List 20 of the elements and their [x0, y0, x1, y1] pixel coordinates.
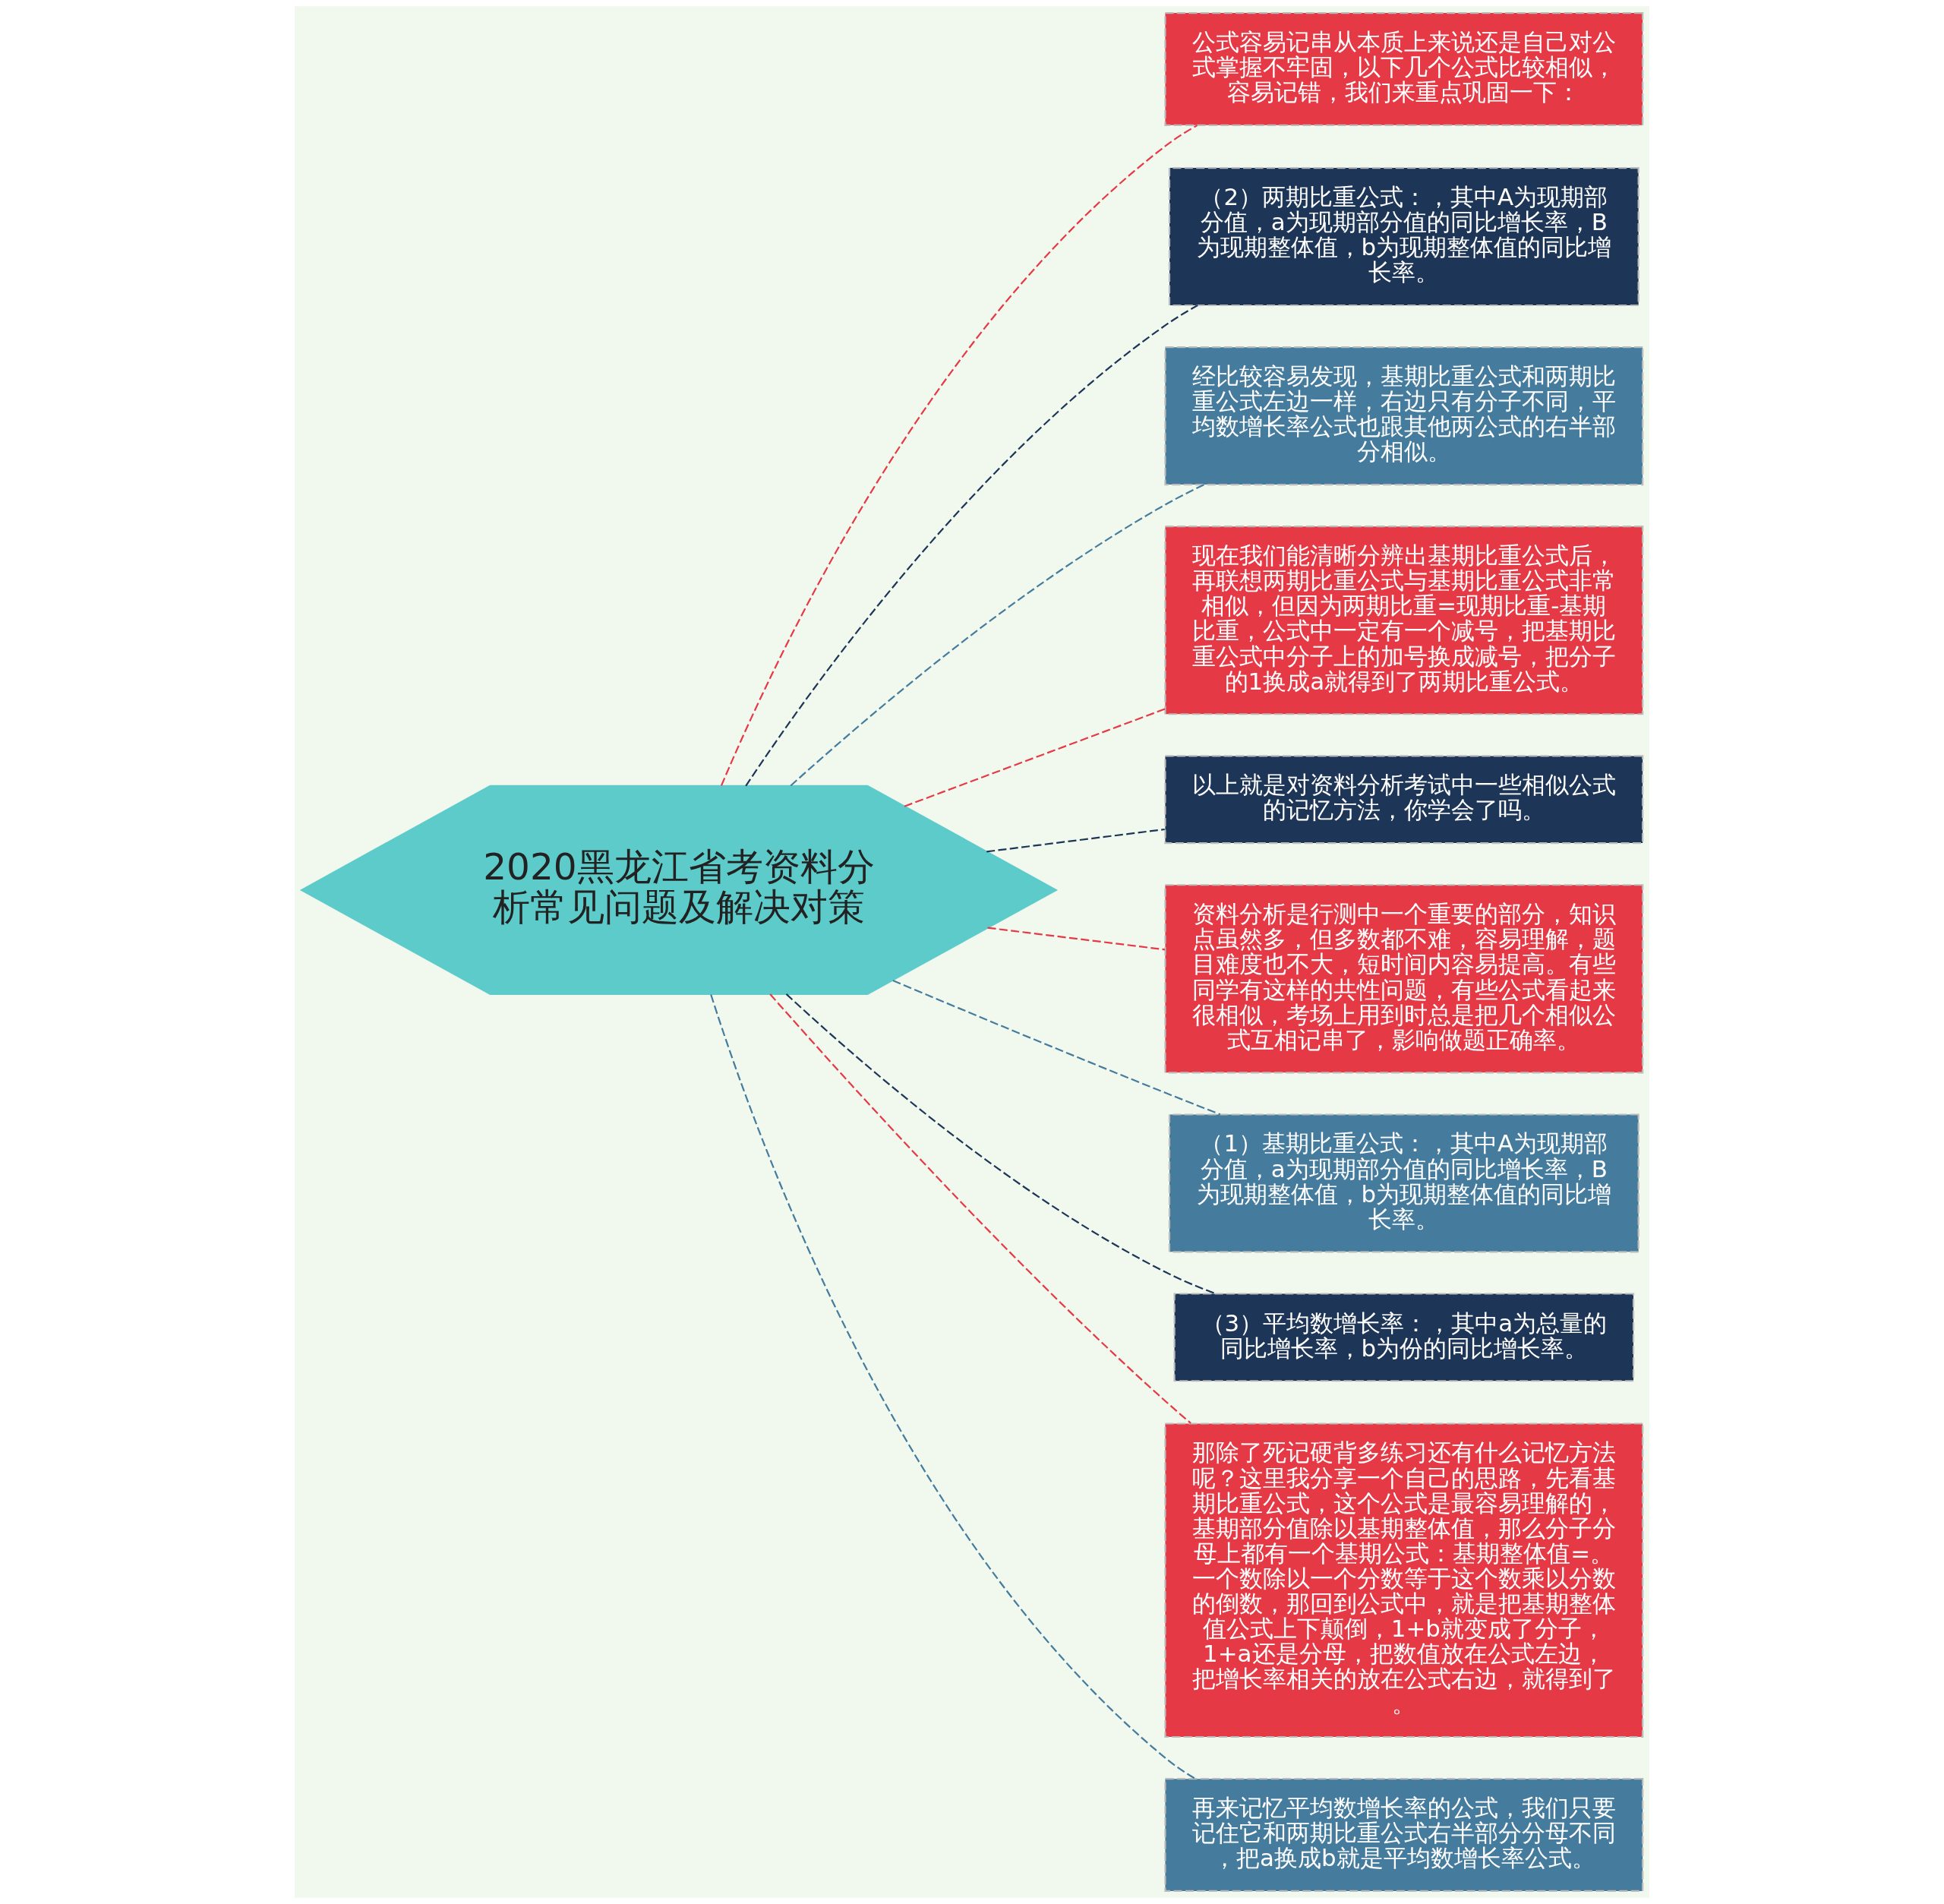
connector — [769, 993, 1191, 1424]
connector — [987, 927, 1166, 951]
node-box: 现在我们能清晰分辨出基期比重公式后，再联想两期比重公式与基期比重公式非常相似，但因为两期比重=现期比重-基期比重，公式中一定有一个减号，把基期比重公式中分子上的加号换成减号，把分子的1换成a就得到了两期比重公式。 — [1164, 526, 1644, 715]
node-box: 那除了死记硬背多练习还有什么记忆方法呢？这里我分享一个自己的思路，先看基期比重公式，这个公式是最容易理解的，基期部分值除以基期整体值，那么分子分母上都有一个基期公式：基期整体值=。一个数除以一个分数等于这个数乘以分数的倒数，那回到公式中，就是把基期整体值公式上下颠倒，1+b就变成了分子，1+a还是分母，把数值放在公式左边，把增长率相关的放在公式右边，就得到了。 — [1164, 1422, 1644, 1738]
connector — [892, 980, 1221, 1116]
connector — [986, 828, 1165, 853]
node-box: 资料分析是行测中一个重要的部分，知识点虽然多，但多数都不难，容易理解，题目难度也不大，短时间内容易提高。有些同学有这样的共性问题，有些公式看起来很相似，考场上用到时总是把几个相似公式互相记串了，影响做题正确率。 — [1164, 884, 1644, 1074]
connector — [710, 994, 1196, 1779]
node-box: 以上就是对资料分析考试中一些相似公式的记忆方法，你学会了吗。 — [1164, 755, 1644, 845]
connector — [790, 484, 1205, 787]
connector — [904, 708, 1166, 807]
node-box: （1）基期比重公式：，其中A为现期部分值，a为现期部分值的同比增长率，B为现期整体值，b为现期整体值的同比增长率。 — [1168, 1113, 1639, 1253]
node-box: （2）两期比重公式：，其中A为现期部分值，a为现期部分值的同比增长率，B为现期整体值，b为现期整体值的同比增长率。 — [1168, 167, 1639, 307]
node-box: 再来记忆平均数增长率的公式，我们只要记住它和两期比重公式右半部分分母不同，把a换成b就是平均数增长率公式。 — [1164, 1778, 1644, 1893]
connector — [745, 305, 1198, 787]
connector — [720, 125, 1198, 786]
connector — [785, 993, 1217, 1295]
node-box: （3）平均数增长率：，其中a为总量的同比增长率，b为份的同比增长率。 — [1173, 1293, 1635, 1382]
node-box: 经比较容易发现，基期比重公式和两期比重公式左边一样，右边只有分子不同，平均数增长率公式也跟其他两公式的右半部分相似。 — [1164, 346, 1644, 486]
node-box: 公式容易记串从本质上来说还是自己对公式掌握不牢固，以下几个公式比较相似，容易记错，我们来重点巩固一下： — [1164, 11, 1644, 126]
